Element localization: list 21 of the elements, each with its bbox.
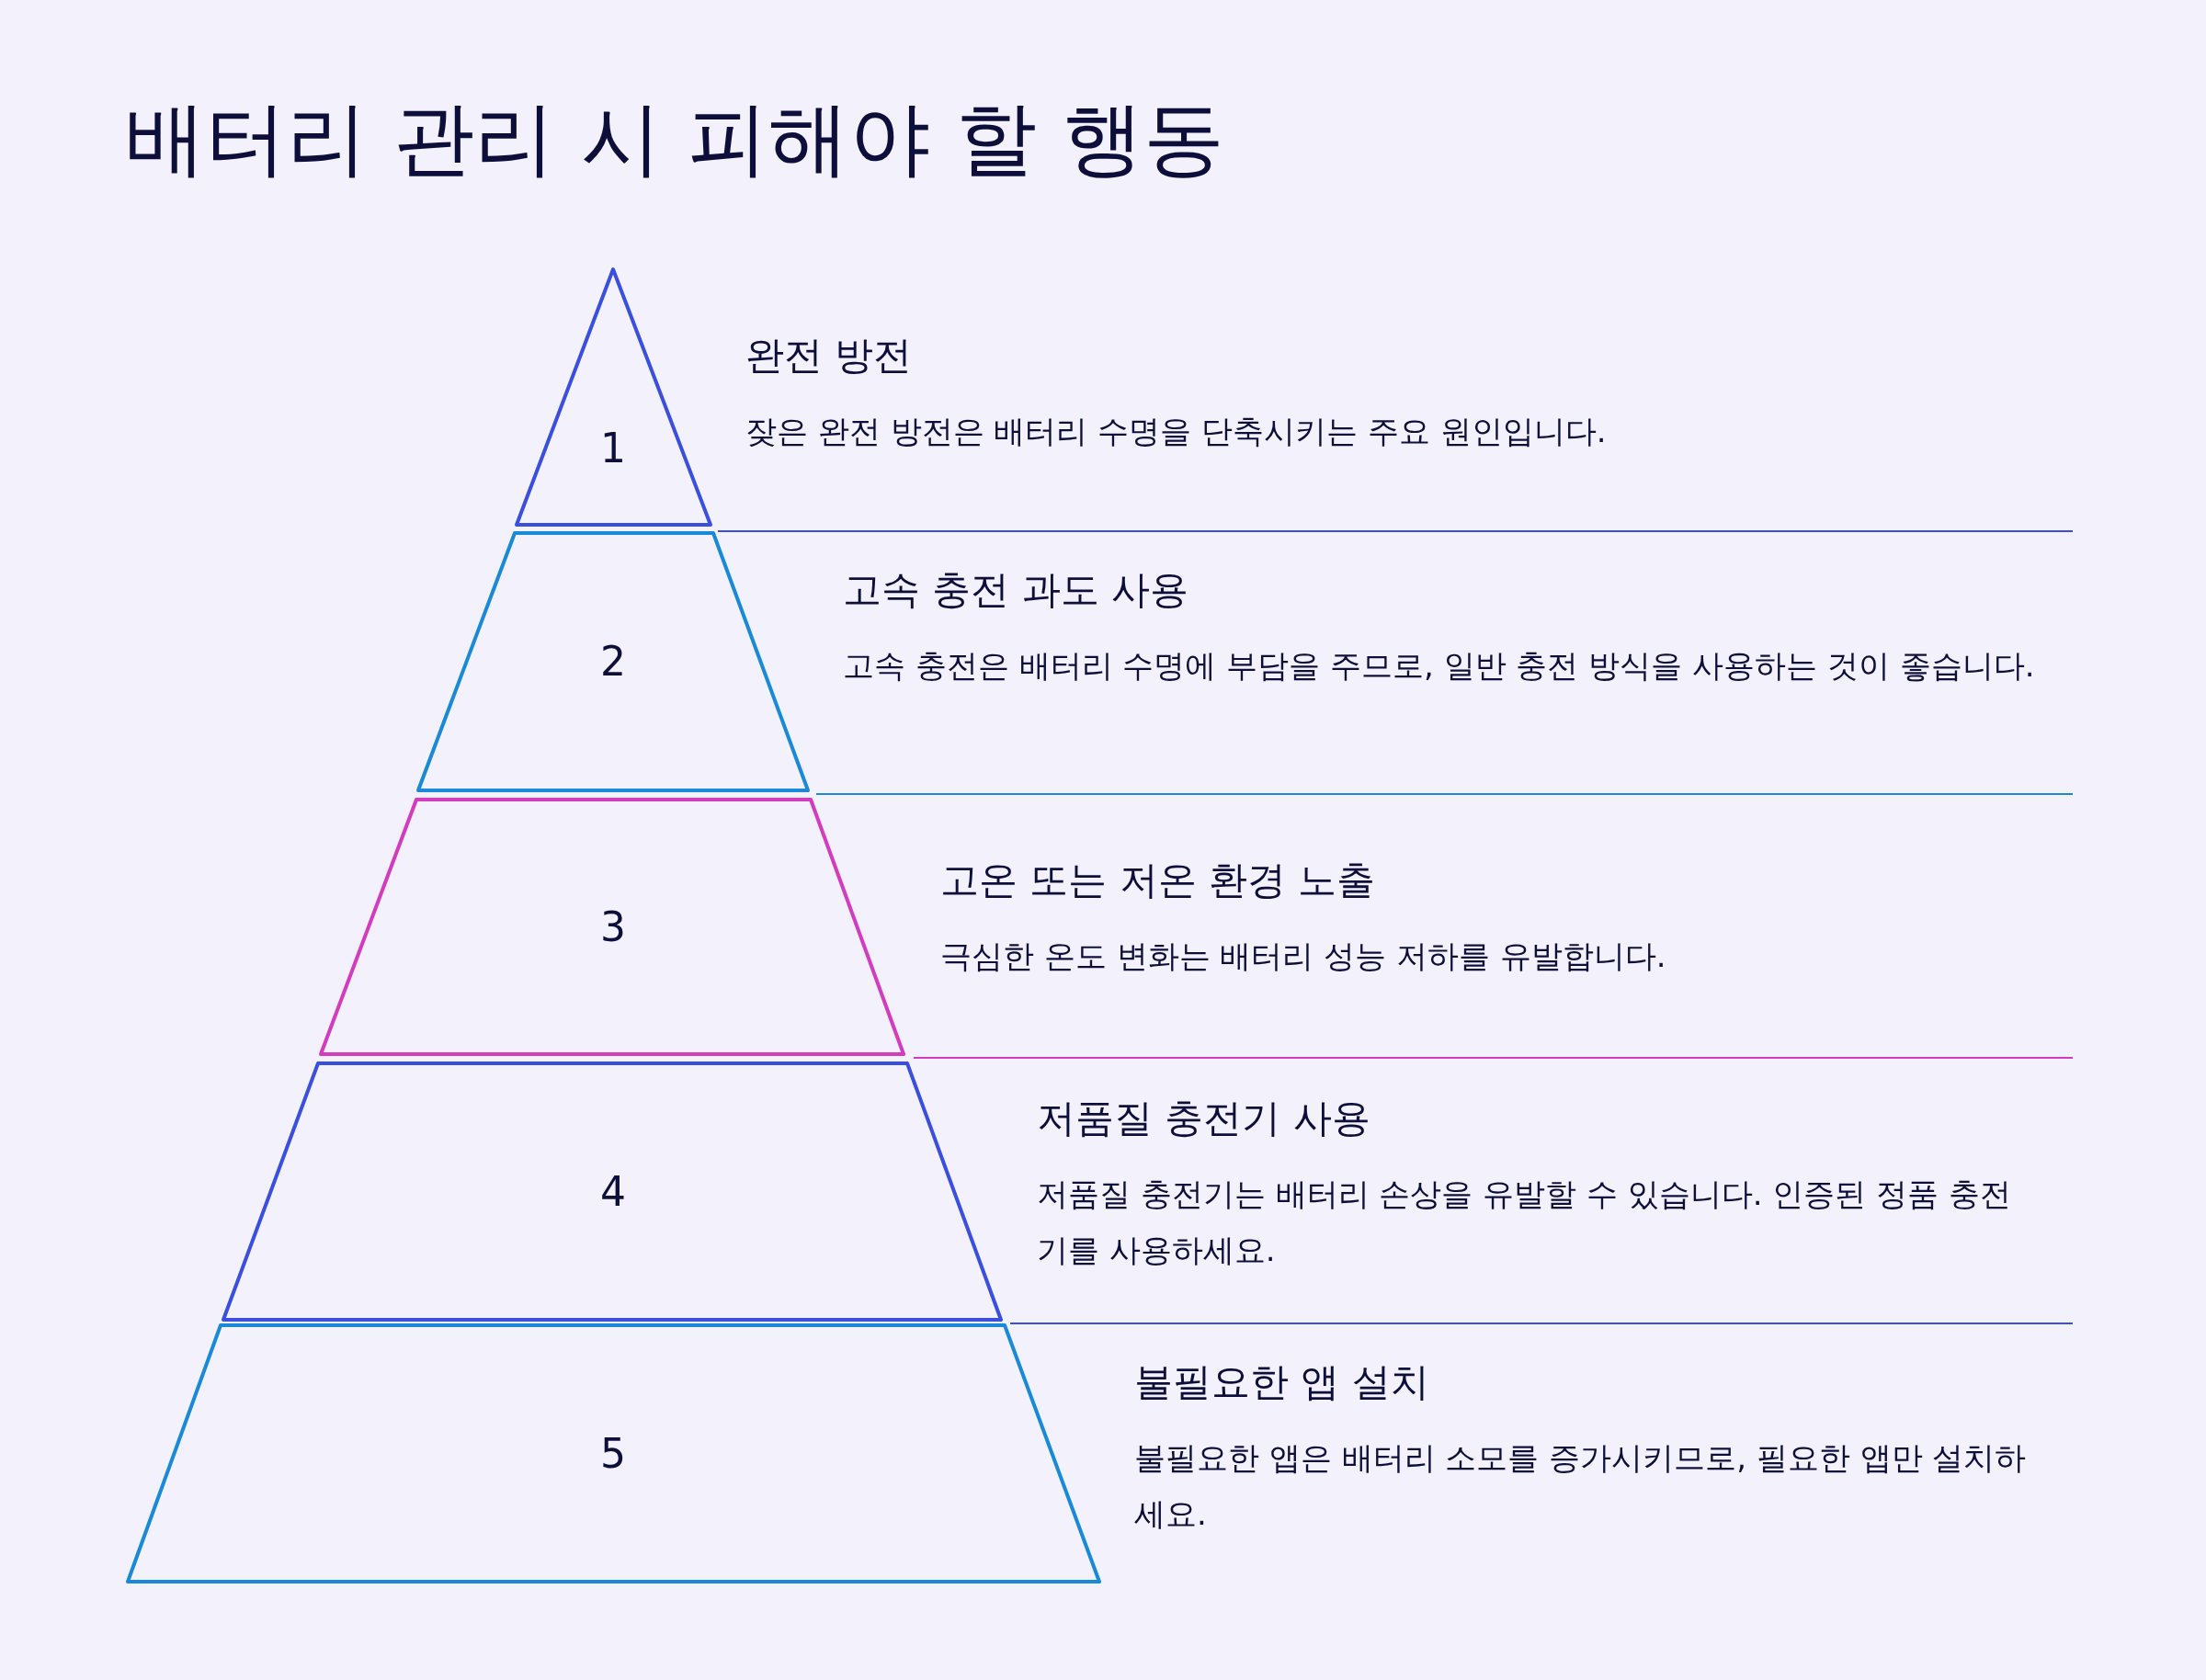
layer-number: 2 xyxy=(600,641,626,682)
layer-number: 5 xyxy=(600,1433,626,1474)
layer-number: 1 xyxy=(600,428,626,470)
layer-heading: 불필요한 앱 설치 xyxy=(1134,1359,1429,1406)
layer-description: 저품질 충전기는 배터리 손상을 유발할 수 있습니다. 인증된 정품 충전기를 사용하세요. xyxy=(1037,1175,2013,1270)
layer-number: 4 xyxy=(600,1171,626,1212)
layer-description: 고속 충전은 배터리 수명에 부담을 주므로, 일반 충전 방식을 사용하는 것이 좋습니다. xyxy=(843,646,2035,686)
layer-description: 극심한 온도 변화는 배터리 성능 저하를 유발합니다. xyxy=(940,936,1666,976)
layer-number: 3 xyxy=(600,906,626,948)
layer-description: 잦은 완전 방전은 배터리 수명을 단축시키는 주요 원인입니다. xyxy=(745,412,1607,451)
pyramid-apex-triangle xyxy=(514,267,713,528)
pyramid-layer xyxy=(415,530,811,793)
layer-description: 불필요한 앱은 배터리 소모를 증가시키므로, 필요한 앱만 설치하세요. xyxy=(1134,1438,2028,1534)
layer-heading: 저품질 충전기 사용 xyxy=(1037,1095,1370,1142)
pyramid-layer xyxy=(125,1322,1102,1584)
layer-heading: 고속 충전 과도 사용 xyxy=(843,567,1189,614)
layer-heading: 고온 또는 저온 환경 노출 xyxy=(940,857,1376,904)
layer-heading: 완전 방전 xyxy=(745,333,913,380)
pyramid-layer xyxy=(318,797,906,1057)
pyramid-layer xyxy=(221,1061,1004,1322)
title: 배터리 관리 시 피해야 할 행동 xyxy=(125,90,1224,187)
